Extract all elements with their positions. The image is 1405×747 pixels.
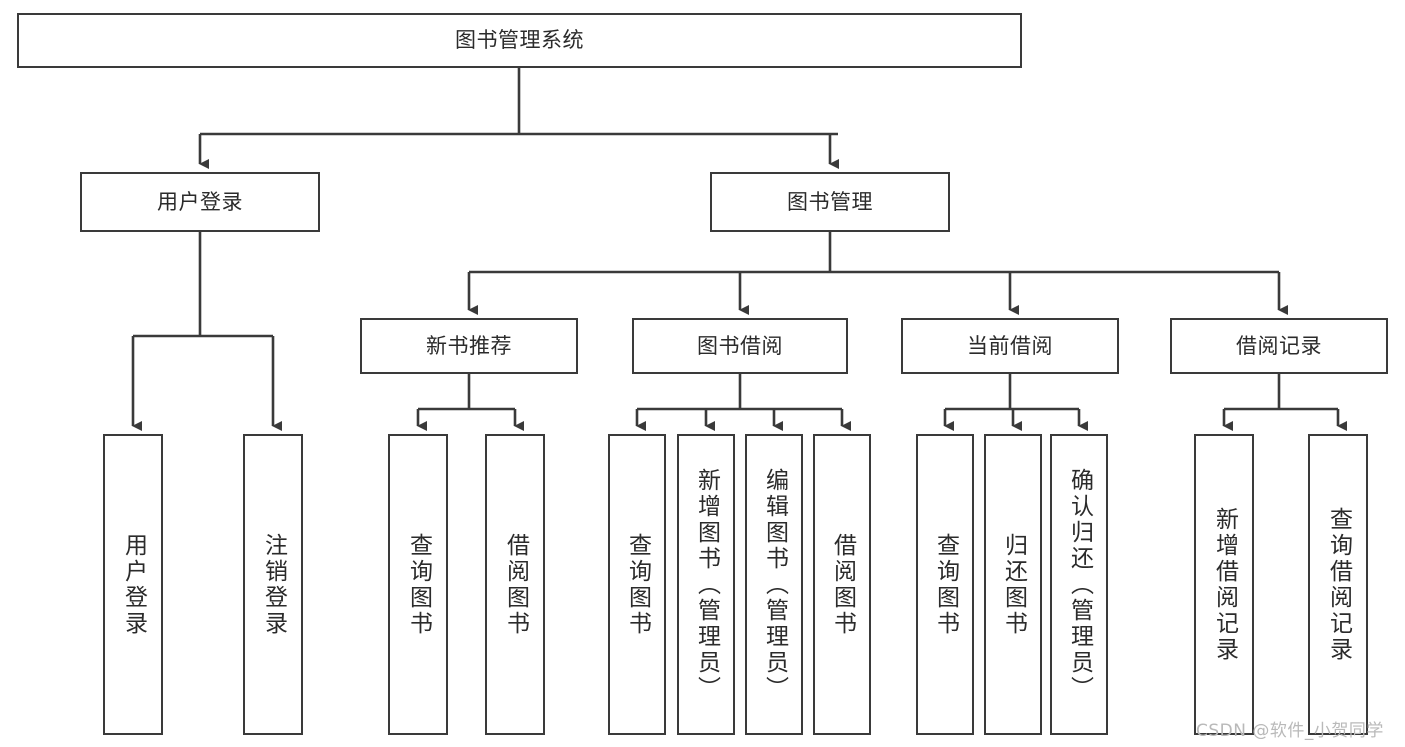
node-book-manage[interactable]: 图书管理	[710, 172, 950, 232]
node-leaf-add-record[interactable]: 新增借阅记录	[1194, 434, 1254, 735]
node-leaf-query-book-3-label: 查询图书	[932, 532, 959, 637]
node-leaf-user-login-label: 用户登录	[120, 532, 147, 637]
node-leaf-borrow-book-2-label: 借阅图书	[829, 532, 856, 637]
node-leaf-query-book-2[interactable]: 查询图书	[608, 434, 666, 735]
node-leaf-query-record-label: 查询借阅记录	[1325, 506, 1352, 663]
node-leaf-add-record-label: 新增借阅记录	[1211, 506, 1238, 663]
node-leaf-user-logout-label: 注销登录	[260, 532, 287, 637]
node-leaf-query-book-2-label: 查询图书	[624, 532, 651, 637]
node-leaf-confirm-return-label: 确认归还（管理员）	[1066, 467, 1093, 702]
node-leaf-confirm-return[interactable]: 确认归还（管理员）	[1050, 434, 1108, 735]
node-leaf-query-book-3[interactable]: 查询图书	[916, 434, 974, 735]
node-current-borrow-label: 当前借阅	[967, 333, 1053, 358]
node-leaf-add-book[interactable]: 新增图书（管理员）	[677, 434, 735, 735]
node-leaf-edit-book-label: 编辑图书（管理员）	[761, 467, 788, 702]
node-leaf-borrow-book-2[interactable]: 借阅图书	[813, 434, 871, 735]
node-book-manage-label: 图书管理	[787, 189, 873, 214]
node-leaf-borrow-book-1-label: 借阅图书	[502, 532, 529, 637]
node-leaf-query-book-1-label: 查询图书	[405, 532, 432, 637]
node-leaf-query-record[interactable]: 查询借阅记录	[1308, 434, 1368, 735]
node-new-book-rec[interactable]: 新书推荐	[360, 318, 578, 374]
node-leaf-return-book-label: 归还图书	[1000, 532, 1027, 637]
node-leaf-return-book[interactable]: 归还图书	[984, 434, 1042, 735]
node-user-login-label: 用户登录	[157, 189, 243, 214]
node-current-borrow[interactable]: 当前借阅	[901, 318, 1119, 374]
node-borrow-record[interactable]: 借阅记录	[1170, 318, 1388, 374]
node-leaf-user-login[interactable]: 用户登录	[103, 434, 163, 735]
node-root[interactable]: 图书管理系统	[17, 13, 1022, 68]
node-leaf-query-book-1[interactable]: 查询图书	[388, 434, 448, 735]
node-new-book-rec-label: 新书推荐	[426, 333, 512, 358]
node-book-borrow-label: 图书借阅	[697, 333, 783, 358]
node-root-label: 图书管理系统	[455, 28, 584, 53]
csdn-watermark: CSDN @软件_小贺同学	[1196, 721, 1384, 741]
node-book-borrow[interactable]: 图书借阅	[632, 318, 848, 374]
node-user-login[interactable]: 用户登录	[80, 172, 320, 232]
node-borrow-record-label: 借阅记录	[1236, 333, 1322, 358]
node-leaf-add-book-label: 新增图书（管理员）	[693, 467, 720, 702]
node-leaf-borrow-book-1[interactable]: 借阅图书	[485, 434, 545, 735]
node-leaf-user-logout[interactable]: 注销登录	[243, 434, 303, 735]
node-leaf-edit-book[interactable]: 编辑图书（管理员）	[745, 434, 803, 735]
